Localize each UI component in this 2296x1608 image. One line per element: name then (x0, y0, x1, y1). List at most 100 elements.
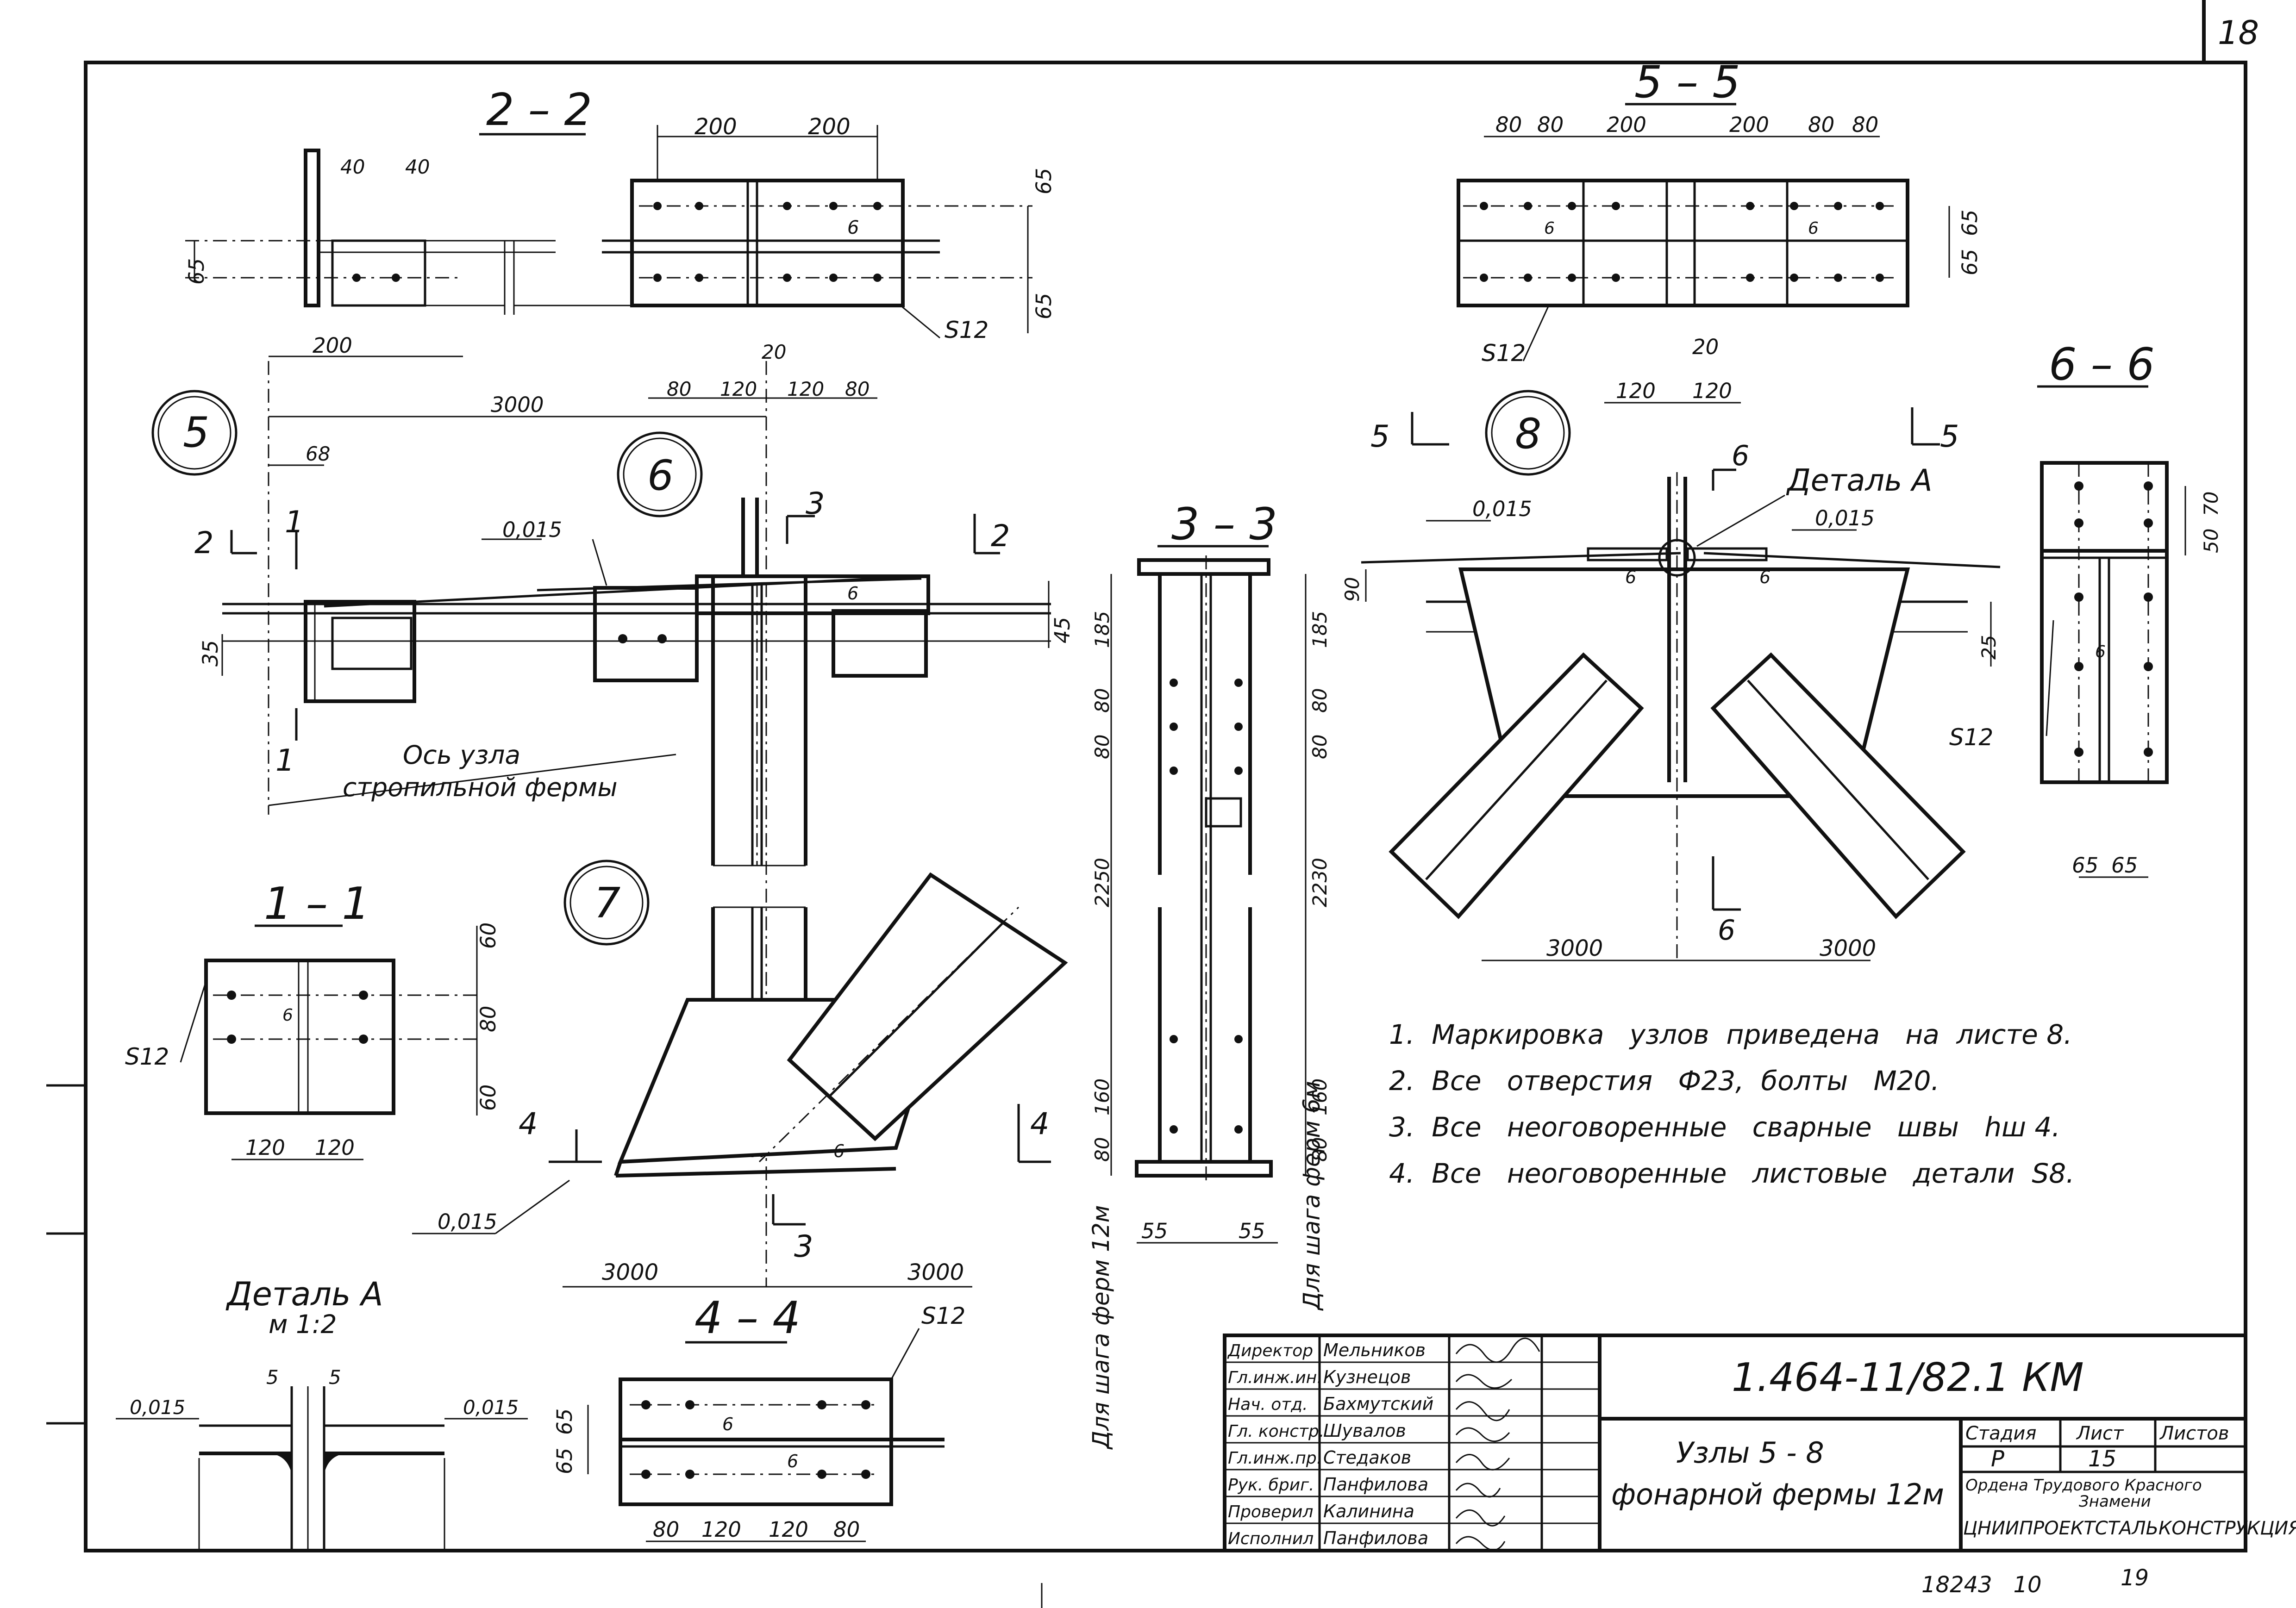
pitch-label-6: Для шага ферм 6м (1298, 1081, 1325, 1311)
axis-label-line1: Ось узла (403, 740, 520, 770)
sheet-frame (46, 0, 2247, 1552)
section-4-4: 4 – 4 6 6 S12 65 65 80 120 120 80 (552, 1293, 965, 1542)
cut-3-bottom: 3 (794, 1229, 813, 1264)
archive-code-2: 19 (2121, 1565, 2149, 1591)
node-8-label: 8 (1515, 410, 1541, 458)
cut-4-right: 4 (1030, 1107, 1049, 1141)
section-3-3: 3 – 3 185 80 80 2250 160 80 185 80 80 22… (1088, 499, 1331, 1450)
dim-5-5-200b: 200 (1729, 112, 1769, 137)
sheet-header: Лист (2076, 1423, 2124, 1444)
section-3-3-title: 3 – 3 (1171, 499, 1277, 550)
dim-8-3000a: 3000 (1546, 935, 1603, 961)
section-6-6: 6 – 6 6 S12 70 50 65 65 (1949, 339, 2222, 878)
view-2-2-plate: S12 (945, 317, 988, 343)
designation: 1.464-11/82.1 КМ (1732, 1355, 2084, 1401)
pitch-label-12: Для шага ферм 12м (1088, 1205, 1114, 1450)
section-4-4-weld-b: 6 (787, 1451, 798, 1471)
name-3: Шувалов (1323, 1421, 1406, 1441)
role-5: Рук. бриг. (1228, 1476, 1314, 1495)
dim-5-5-80a: 80 (1495, 112, 1522, 137)
section-5-5-plate: S12 (1482, 340, 1526, 367)
dim-1-1-120a: 120 (245, 1135, 285, 1160)
dim-6-6-70: 70 (2200, 492, 2222, 516)
section-5-5-weld-a: 6 (1544, 219, 1555, 238)
dim-6-45: 45 (1050, 617, 1075, 643)
dim-2-2-3000: 3000 (491, 393, 544, 417)
view-2-2-weld: 6 (847, 217, 859, 238)
role-7: Исполнил (1228, 1529, 1314, 1548)
dim-2-2-65b: 65 (1032, 293, 1056, 319)
detail-a: Деталь А м 1:2 0,015 0,015 5 5 (116, 1275, 528, 1551)
section-4-4-title: 4 – 4 (694, 1293, 801, 1344)
view-2-2-title: 2 – 2 (486, 85, 592, 136)
cut-5-left: 5 (1370, 419, 1389, 454)
role-4: Гл.инж.пр. (1228, 1449, 1322, 1468)
node-7-elevation: 7 6 4 4 3 0,015 3000 3000 (412, 860, 1068, 1288)
dim-8-25: 25 (1977, 635, 2000, 660)
general-notes: 1. Маркировка узлов приведена на листе 8… (1389, 1019, 2075, 1189)
dim-7-3000b: 3000 (907, 1259, 964, 1285)
note-3: 3. Все неоговоренные сварные швы hш 4. (1389, 1111, 2060, 1143)
cut-2-left: 2 (194, 526, 213, 561)
dim-5-5-120b: 120 (1692, 379, 1732, 403)
section-1-1-title: 1 – 1 (264, 879, 370, 929)
dim-8-3000b: 3000 (1820, 935, 1876, 961)
dim-3-3-185a: 185 (1091, 611, 1114, 648)
role-3: Гл. констр. (1228, 1422, 1324, 1441)
node-8-elevation: 8 5 5 6 Деталь А 0,015 0,015 6 6 90 25 (1341, 390, 2001, 961)
sheet-number: 18 (2218, 14, 2259, 52)
dim-1-1-80: 80 (476, 1006, 500, 1032)
role-2: Нач. отд. (1228, 1395, 1308, 1414)
node-8-weld-a: 6 (1625, 567, 1636, 587)
cut-6-top: 6 (1732, 440, 1749, 472)
role-1: Гл.инж.ин. (1228, 1368, 1322, 1387)
dim-1-1-60a: 60 (476, 922, 500, 949)
node-6-weld: 6 (847, 583, 858, 604)
dim-8-90: 90 (1341, 577, 1364, 602)
section-5-5: 5 – 5 6 6 80 80 200 200 80 80 65 65 120 … (1457, 57, 1982, 404)
name-0: Мельников (1323, 1340, 1426, 1360)
note-4: 4. Все неоговоренные листовые детали S8. (1389, 1158, 2075, 1189)
dim-2-2-200c: 200 (313, 333, 352, 358)
dim-3-3-80e: 80 (1308, 735, 1331, 759)
view-2-2: 2 – 2 6 S12 200 200 40 40 (184, 85, 1056, 466)
stage-value: Р (1991, 1446, 2004, 1472)
section-6-6-title: 6 – 6 (2049, 339, 2155, 390)
dim-2-2-120b: 120 (787, 378, 824, 400)
org-line-1: Ордена Трудового Красного (1965, 1476, 2202, 1495)
dim-4-4-65a: 65 (552, 1409, 577, 1435)
dim-2-2-200b: 200 (808, 114, 851, 140)
node-5-label: 5 (183, 408, 209, 457)
node-5-marker: 5 (151, 390, 238, 476)
cut-5-right: 5 (1940, 419, 1959, 454)
detail-a-title: Деталь А (225, 1275, 383, 1313)
cut-1-top: 1 (285, 505, 304, 540)
dim-1-1-120b: 120 (315, 1135, 355, 1160)
dim-2-2-40b: 40 (405, 156, 430, 178)
node-7-weld: 6 (833, 1141, 845, 1161)
section-6-6-plate: S12 (1949, 724, 1993, 751)
dim-3-3-80f: 80 (1308, 1137, 1331, 1162)
dim-2-2-80a: 80 (667, 378, 691, 400)
dim-4-4-80a: 80 (653, 1517, 679, 1542)
sheets-header: Листов (2159, 1423, 2229, 1444)
dim-6-6-65b: 65 (2111, 853, 2138, 878)
dim-2-2-68: 68 (306, 443, 330, 465)
dim-4-4-120b: 120 (769, 1517, 808, 1542)
dim-4-4-80b: 80 (833, 1517, 860, 1542)
node-6-elevation: 6 2 2 1 1 3 0,015 (194, 361, 1075, 1287)
role-6: Проверил (1228, 1502, 1314, 1521)
dim-7-3000a: 3000 (602, 1259, 658, 1285)
cut-2-right: 2 (991, 519, 1010, 554)
org-line-2: Знамени (2079, 1492, 2151, 1511)
section-5-5-title: 5 – 5 (1634, 57, 1740, 108)
dim-5-5-120a: 120 (1616, 379, 1656, 403)
dim-2-2-120a: 120 (720, 378, 757, 400)
name-6: Калинина (1323, 1501, 1414, 1521)
dim-6-6-50: 50 (2200, 529, 2222, 553)
detail-a-ref: Деталь А (1786, 463, 1932, 498)
org-line-3: ЦНИИПРОЕКТСТАЛЬКОНСТРУКЦИЯ (1963, 1518, 2296, 1539)
name-4: Стедаков (1323, 1447, 1411, 1468)
slope-7: 0,015 (438, 1209, 497, 1234)
role-0: Директор (1227, 1341, 1313, 1360)
